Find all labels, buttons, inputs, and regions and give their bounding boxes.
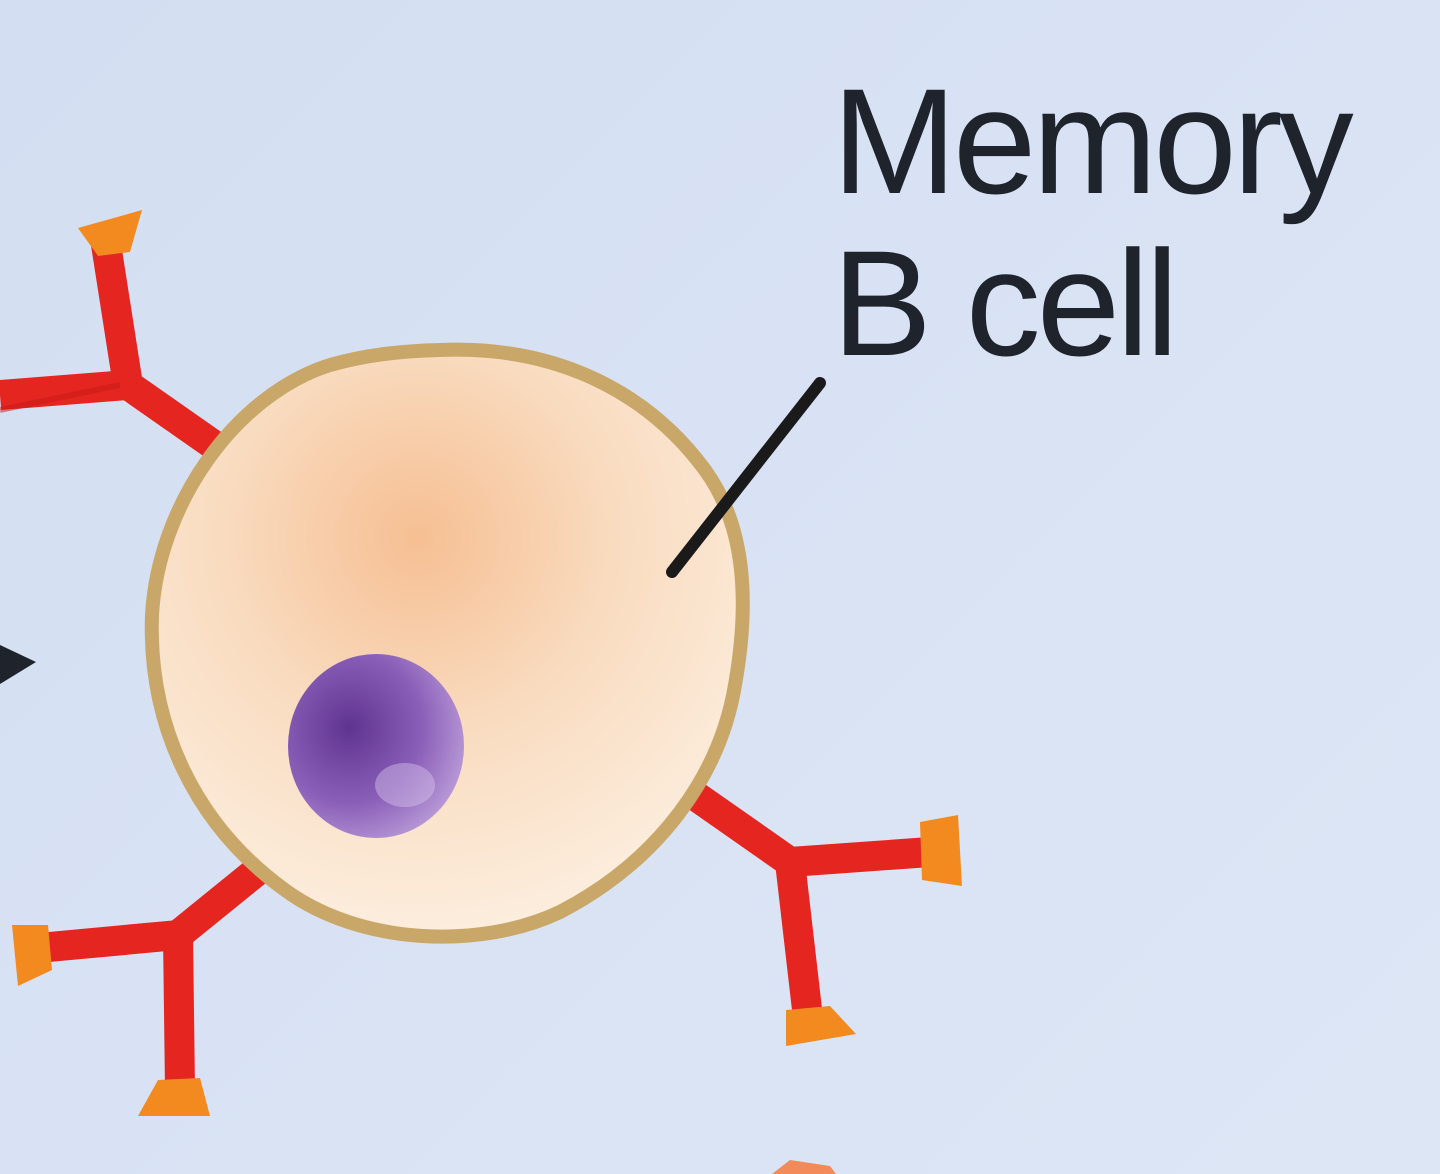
cell-label: Memory B cell: [832, 57, 1354, 387]
antibody-lower-left: [12, 850, 278, 1116]
nucleus-highlight: [375, 763, 435, 807]
partial-antibody-fragment: [772, 1160, 836, 1174]
antibody-lower-right: [681, 779, 962, 1046]
antigen-binding-tip: [138, 1078, 210, 1116]
cell-label-line1: Memory: [832, 57, 1354, 225]
antigen-binding-tip: [786, 1006, 856, 1046]
antigen-binding-tip: [920, 815, 962, 886]
antigen-binding-tip: [78, 210, 142, 256]
left-arrow-tip: [0, 645, 36, 684]
nucleus: [288, 654, 464, 838]
antibody-upper-left: [0, 210, 237, 468]
label-leader-line: [666, 377, 826, 578]
antigen-binding-tip: [12, 925, 52, 986]
cell-label-line2: B cell: [832, 219, 1179, 387]
cell-membrane: [144, 342, 750, 944]
